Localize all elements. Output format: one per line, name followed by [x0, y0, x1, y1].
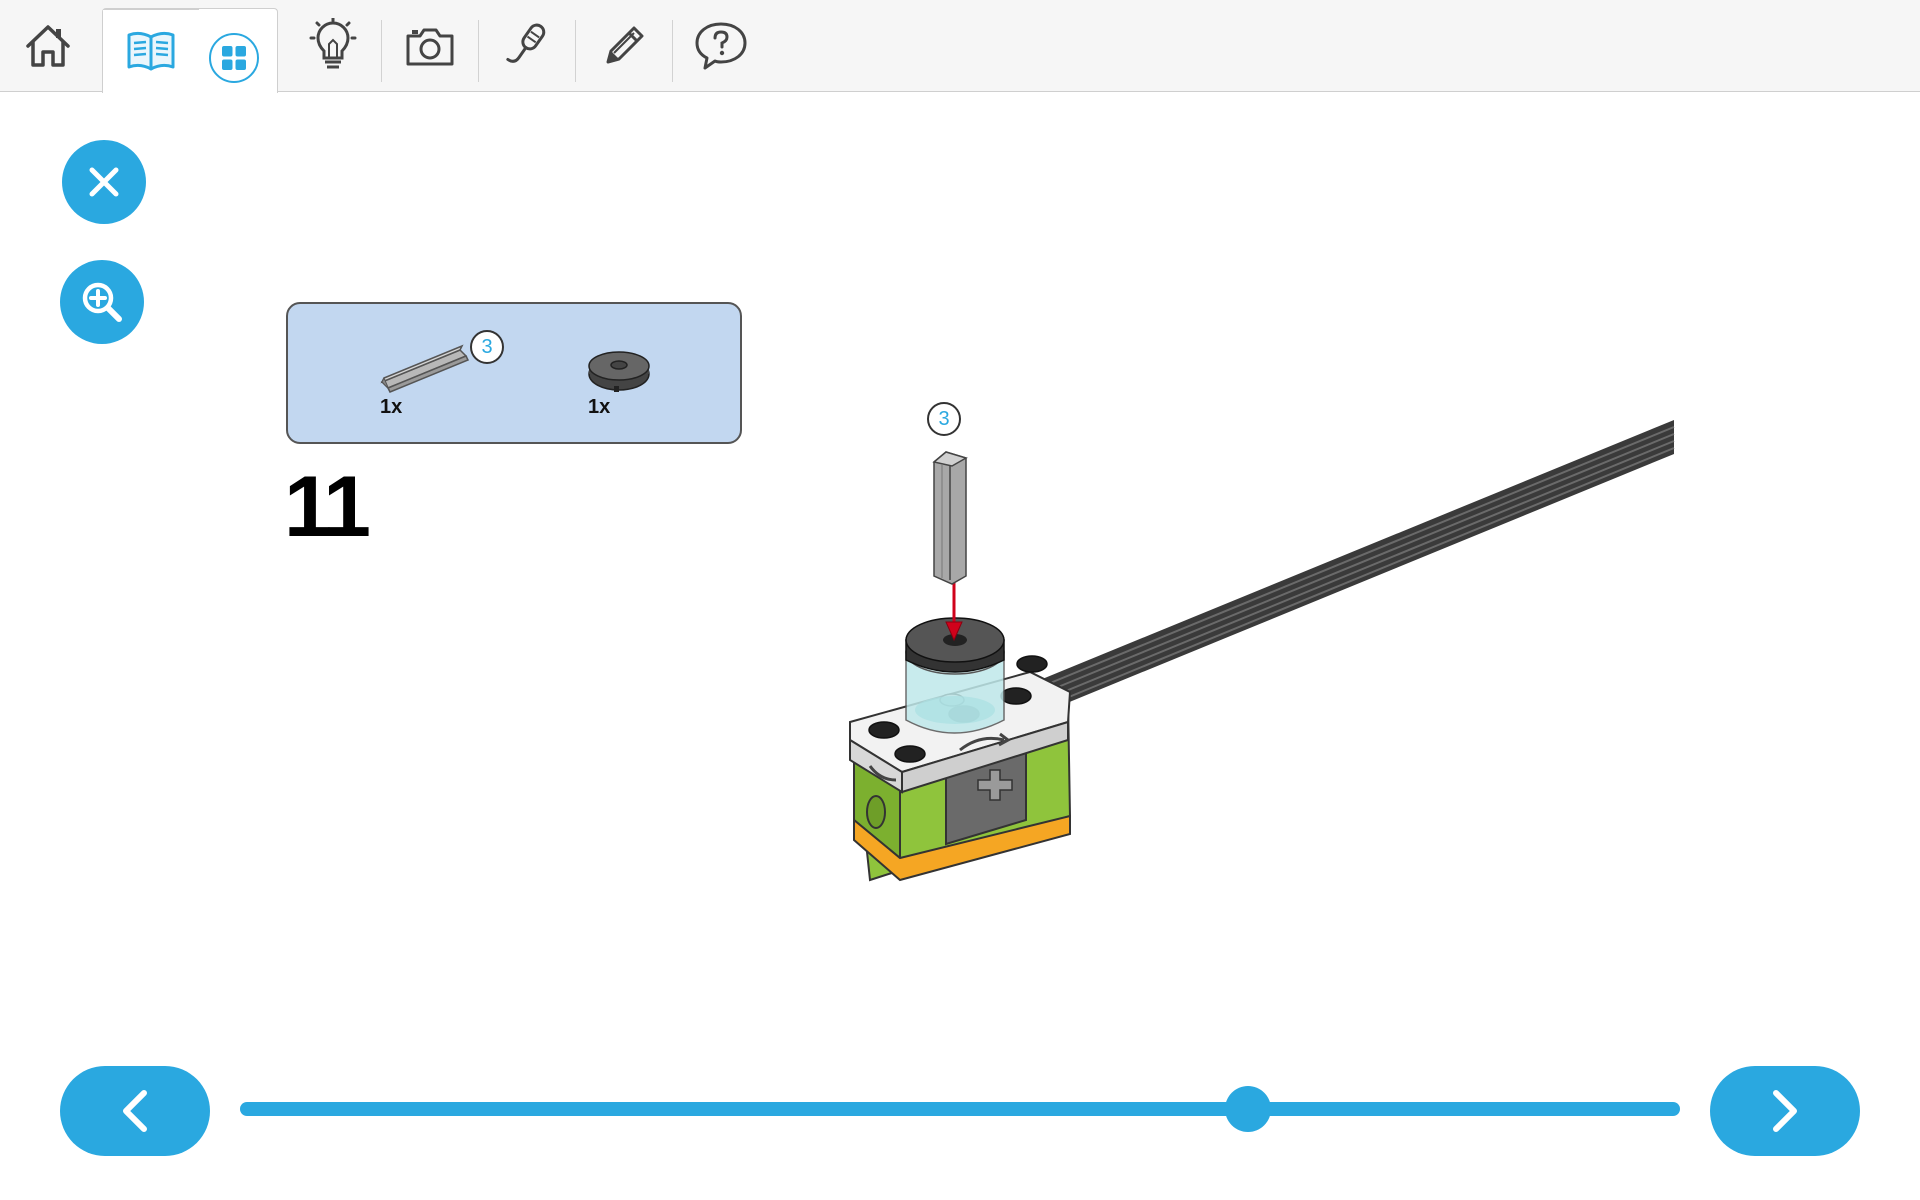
home-icon — [26, 25, 70, 67]
motor-block — [849, 670, 1072, 882]
toolbar-divider — [478, 20, 479, 82]
pencil-icon — [606, 26, 644, 64]
zoom-in-icon — [82, 282, 122, 322]
next-step-button[interactable] — [1710, 1066, 1860, 1156]
lightbulb-icon — [309, 18, 357, 69]
step-progress-slider[interactable] — [240, 1102, 1680, 1116]
zoom-in-button[interactable] — [60, 260, 144, 344]
toolbar-divider — [672, 20, 673, 82]
round-tile-part-icon — [588, 351, 650, 392]
help-button[interactable] — [673, 0, 769, 92]
axle-part-icon — [380, 344, 470, 393]
grid-view-button[interactable] — [209, 33, 259, 83]
help-bubble-icon — [695, 22, 747, 70]
toolbar — [0, 0, 1920, 93]
chevron-left-icon — [123, 1090, 147, 1132]
grid-icon — [222, 46, 246, 70]
home-button[interactable] — [0, 0, 96, 92]
slider-thumb[interactable] — [1225, 1086, 1271, 1132]
axle — [932, 451, 968, 585]
camera-icon — [406, 28, 454, 66]
close-button[interactable] — [62, 140, 146, 224]
chevron-right-icon — [1773, 1090, 1797, 1132]
step-number: 11 — [284, 459, 371, 555]
document-button[interactable] — [576, 0, 672, 92]
close-icon — [89, 167, 119, 197]
instructions-tab[interactable] — [102, 8, 278, 93]
ideas-button[interactable] — [285, 0, 381, 92]
build-step-illustration — [849, 420, 1675, 882]
toolbar-divider — [381, 20, 382, 82]
axle-length-badge: 3 — [470, 330, 504, 364]
previous-step-button[interactable] — [60, 1066, 210, 1156]
camera-button[interactable] — [382, 0, 478, 92]
microphone-button[interactable] — [479, 0, 575, 92]
part-quantity: 1x — [380, 396, 403, 418]
microphone-icon — [506, 23, 546, 63]
axle-length-badge: 3 — [927, 402, 961, 436]
book-icon — [127, 31, 175, 71]
instructions-book-button[interactable] — [103, 9, 199, 93]
toolbar-divider — [575, 20, 576, 82]
parts-list: 1x 3 1x — [286, 302, 742, 444]
part-quantity: 1x — [588, 396, 611, 418]
motor-cable — [1035, 420, 1675, 710]
